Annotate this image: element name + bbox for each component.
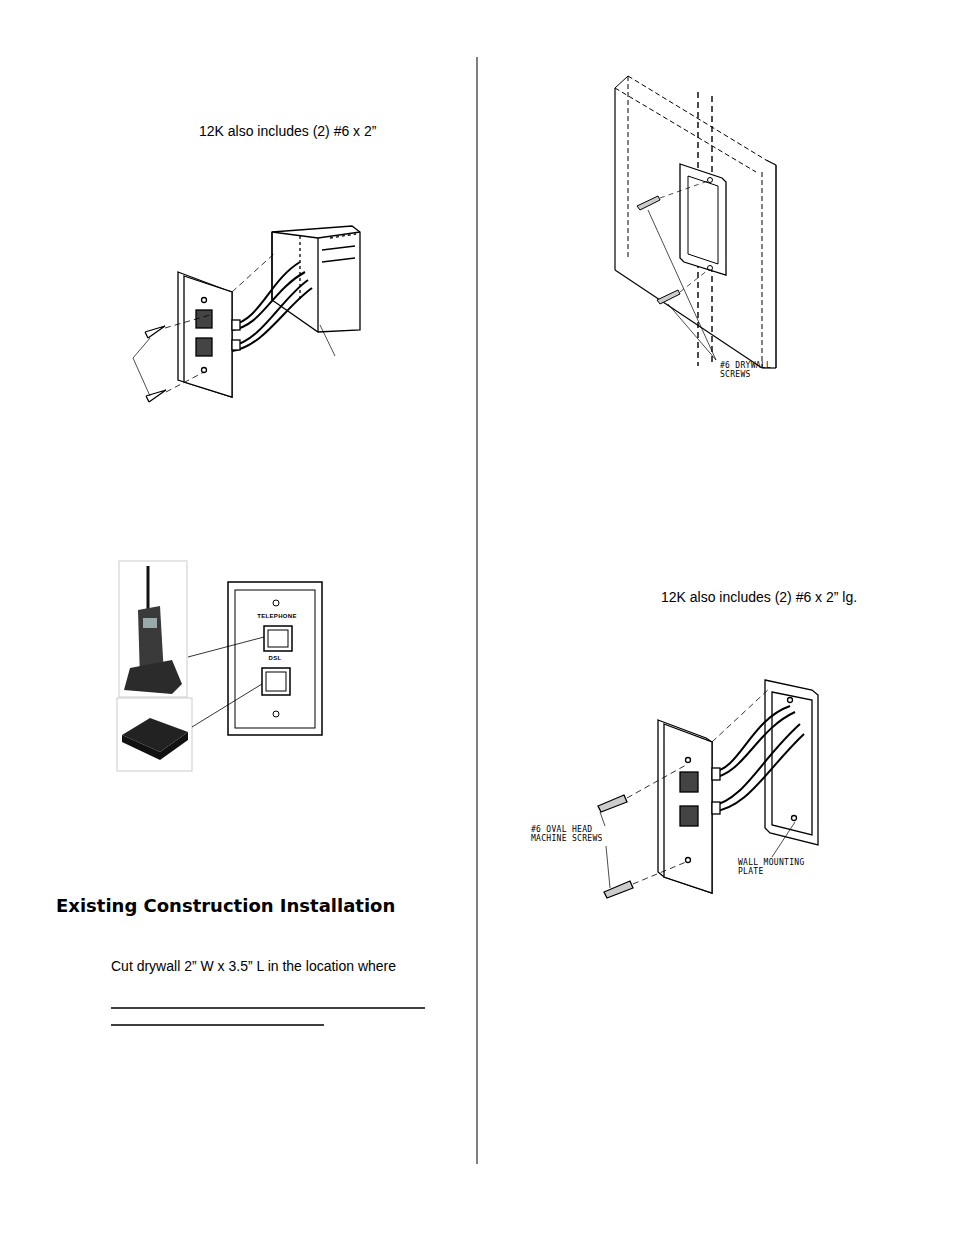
section-heading: Existing Construction Installation	[56, 895, 456, 917]
note-text: 12K also includes (2) #6 x 2” lg.	[661, 589, 921, 606]
note-text: 12K also includes (2) #6 x 2”	[199, 123, 459, 140]
part-label: #6 DRYWALL SCREWS	[720, 362, 782, 380]
rule-line	[111, 1024, 324, 1026]
column-divider	[477, 57, 478, 1164]
jack-label: TELEPHONE	[252, 613, 302, 620]
phone-connection-figure	[117, 561, 322, 771]
box-assembly-figure	[133, 226, 360, 402]
drywall-bracket-figure	[615, 76, 776, 368]
jack-label: DSL	[252, 655, 298, 662]
part-label: WALL MOUNTING PLATE	[738, 859, 830, 877]
part-label: #6 OVAL HEAD MACHINE SCREWS	[531, 826, 623, 844]
rule-line	[111, 1007, 425, 1009]
instruction-text: Cut drywall 2” W x 3.5” L in the locatio…	[111, 958, 471, 975]
